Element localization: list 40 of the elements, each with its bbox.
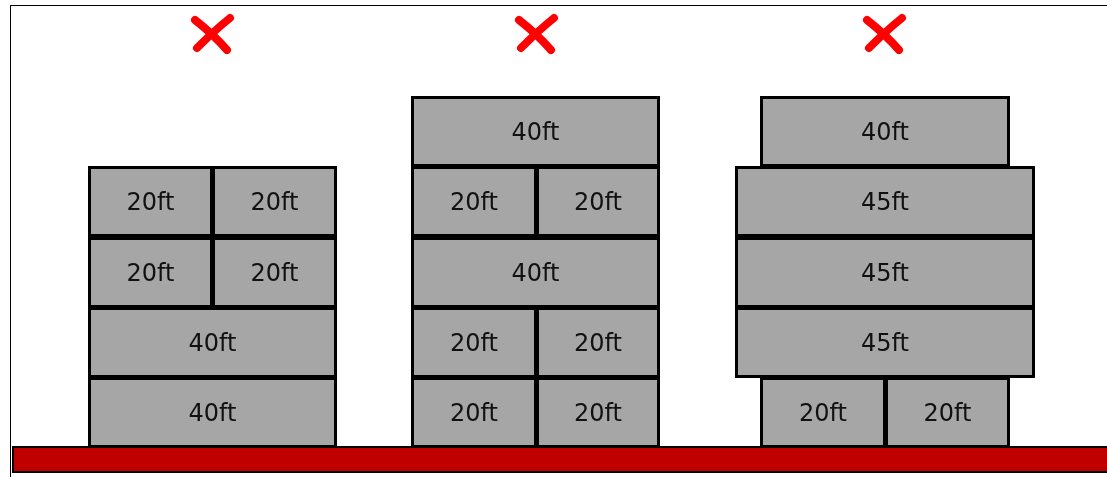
container-label: 45ft <box>861 328 909 357</box>
container-label: 40ft <box>188 398 237 427</box>
container-box <box>536 307 660 378</box>
container-label: 20ft <box>923 398 972 427</box>
container-label: 20ft <box>574 187 622 216</box>
container-box <box>88 237 213 308</box>
container-box <box>411 307 537 378</box>
container-label: 40ft <box>861 117 909 146</box>
container-label: 20ft <box>126 258 175 287</box>
container-label: 40ft <box>188 328 237 357</box>
container-label: 20ft <box>250 187 299 216</box>
container-box <box>212 166 337 237</box>
container-box <box>885 377 1010 448</box>
container-box <box>88 377 337 448</box>
container-box <box>760 377 886 448</box>
container-box <box>735 166 1035 237</box>
container-label: 45ft <box>861 258 909 287</box>
container-label: 20ft <box>799 398 847 427</box>
container-box <box>411 377 537 448</box>
container-box <box>735 307 1035 378</box>
container-box <box>212 237 337 308</box>
container-box <box>88 166 213 237</box>
container-box <box>536 377 660 448</box>
container-label: 45ft <box>861 187 909 216</box>
container-label: 20ft <box>450 328 498 357</box>
container-label: 20ft <box>574 328 622 357</box>
container-label: 20ft <box>450 398 498 427</box>
container-label: 20ft <box>574 398 622 427</box>
container-label: 20ft <box>450 187 498 216</box>
container-box <box>88 307 337 378</box>
container-box <box>536 166 660 237</box>
container-box <box>735 237 1035 308</box>
container-box <box>411 96 660 167</box>
container-label: 20ft <box>250 258 299 287</box>
container-label: 40ft <box>511 117 560 146</box>
container-label: 20ft <box>126 187 175 216</box>
container-label: 40ft <box>511 258 560 287</box>
container-box <box>411 237 660 308</box>
container-box <box>411 166 537 237</box>
container-box <box>760 96 1010 167</box>
